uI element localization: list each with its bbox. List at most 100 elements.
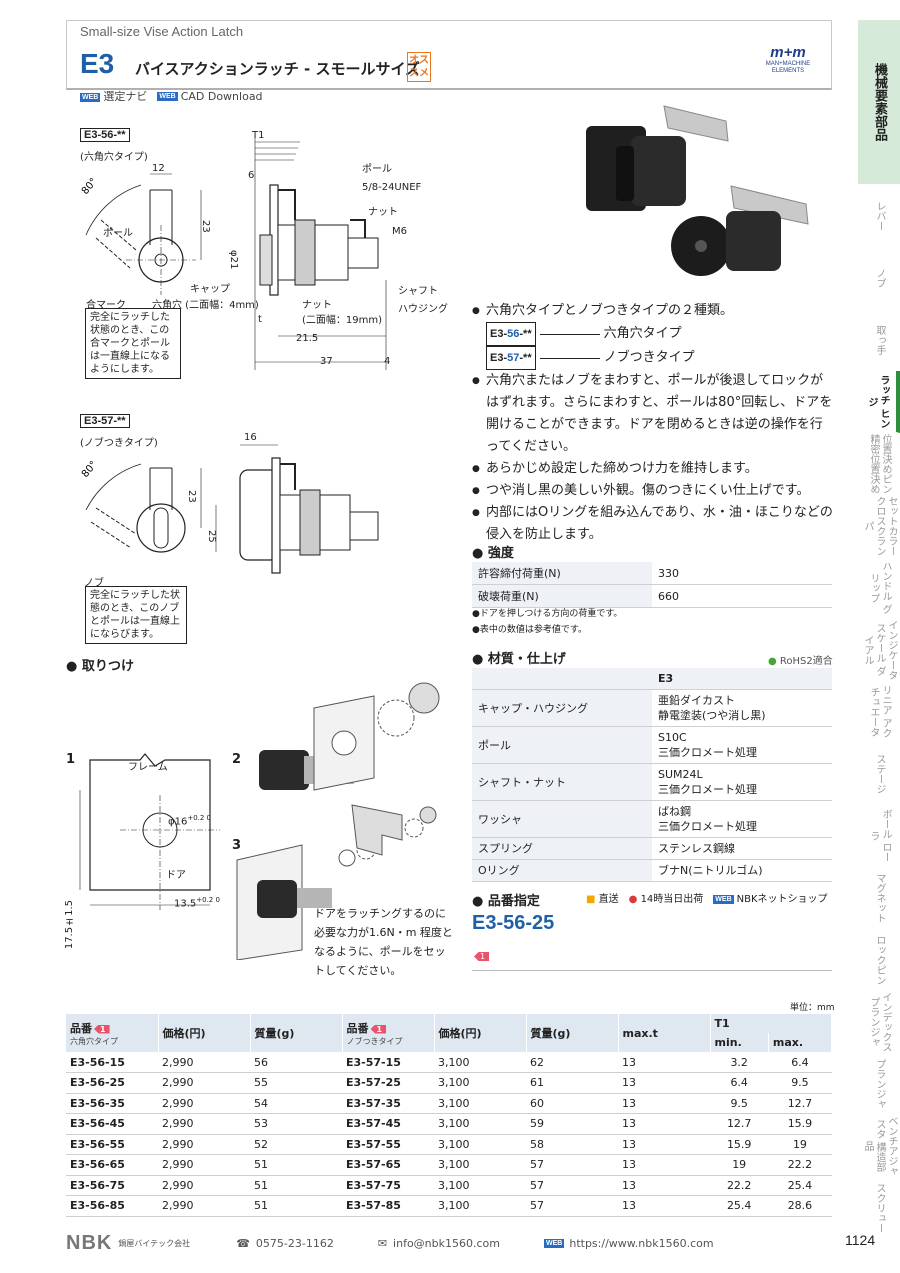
variant-row: E3-56-** 六角穴タイプ — [472, 322, 834, 346]
feature-item: 六角穴またはノブをまわすと、ポールが後退してロックがはずれます。さらにまわすと、… — [472, 370, 834, 458]
mount-step3: 3 — [232, 838, 242, 853]
sidebar-item-13[interactable]: ロックピン — [858, 929, 900, 991]
mount-step2: 2 — [232, 752, 242, 767]
sidebar-item-5[interactable]: 位置決めピン 精密位置決め — [858, 433, 900, 495]
drawing1-hex-label: 六角穴 (二面幅：4mm) — [152, 300, 259, 311]
material-header-row: E3 — [472, 668, 832, 690]
drawing1-cap-label: キャップ — [190, 284, 230, 295]
drawing2-dim-23: 23 — [186, 490, 197, 503]
sidebar-item-1[interactable]: レバー — [858, 185, 900, 247]
drawing1-dim-37: 37 — [320, 356, 333, 367]
drawing2-dim-25: 25 — [206, 530, 217, 543]
drawing1-dim-215: 21.5 — [296, 333, 319, 344]
strength-row: 破壊荷重(N)660 — [472, 584, 832, 608]
product-photo — [586, 105, 809, 276]
drawing1-housing: ハウジング — [398, 304, 448, 315]
drawing1-pawl-label: ポール — [103, 228, 133, 239]
drawing1-t1: T1 — [252, 130, 265, 141]
material-row: OリングブナN(ニトリルゴム) — [472, 859, 832, 882]
header-frame — [66, 20, 832, 90]
sidebar-item-6[interactable]: セットカラー クロスクランパ — [858, 495, 900, 557]
sidebar-item-8[interactable]: インジケータ スケール ダイアル — [858, 619, 900, 681]
drawing2-dim-16: 16 — [244, 432, 257, 443]
web-icon: WEB — [544, 1239, 565, 1248]
feature-intro: 六角穴タイプとノブつきタイプの２種類。 — [472, 300, 834, 322]
same-day-badge: ● 14時当日出荷 — [628, 894, 704, 905]
variant-label: ノブつきタイプ — [603, 350, 695, 365]
unit-label: 単位：mm — [790, 1003, 835, 1013]
mount-diagram — [79, 753, 220, 910]
sidebar-item-12[interactable]: マグネット — [858, 867, 900, 929]
sidebar-item-2[interactable]: ノブ — [858, 247, 900, 309]
sidebar-item-17[interactable]: スクリュー — [858, 1177, 900, 1239]
variant-label: 六角穴タイプ — [603, 326, 682, 341]
phone-icon: ☎ — [236, 1237, 250, 1250]
feature-item: つや消し黒の美しい外観。傷のつきにくい仕上げです。 — [472, 480, 834, 502]
strength-title: ● 強度 — [472, 546, 514, 561]
feature-item: あらかじめ設定した締めつけ力を維持します。 — [472, 458, 834, 480]
drawing1-nut-label: ナット — [368, 207, 398, 218]
variant-code: E3-56-** — [486, 322, 536, 346]
header-subtitle: Small-size Vise Action Latch — [80, 24, 244, 39]
mount-frame: フレーム — [128, 762, 168, 773]
order-tag: 1 — [472, 944, 490, 963]
drawing1-phi21: φ21 — [228, 250, 239, 270]
sidebar-item-16[interactable]: ベンチアジャスタ 構造部品 — [858, 1115, 900, 1177]
sidebar-item-9[interactable]: リニア アクチュエータ — [858, 681, 900, 743]
footer-email[interactable]: info@nbk1560.com — [393, 1237, 500, 1250]
order-title: ● 品番指定 — [472, 894, 540, 909]
sidebar-item-14[interactable]: インデックス プランジャ — [858, 991, 900, 1053]
sidebar-item-3[interactable]: 取っ手 — [858, 309, 900, 371]
drawing2-knob: ノブ — [84, 578, 104, 589]
sidebar-item-10[interactable]: ステージ — [858, 743, 900, 805]
material-row: キャップ・ハウジング亜鉛ダイカスト静電塗装(つや消し黒) — [472, 689, 832, 727]
drawing1-m6: M6 — [392, 226, 407, 237]
mount-dim-135: 13.5+0.2 0 — [174, 896, 220, 910]
direct-ship-badge: ■ 直送 — [586, 894, 619, 905]
drawing2-front-view: 80° — [80, 459, 217, 553]
page-title: バイスアクションラッチ - スモールサイズ — [135, 60, 421, 78]
rohs-badge: ● RoHS2適合 — [768, 656, 833, 667]
strength-notes: ●ドアを押しつける方向の荷重です。●表中の数値は参考値です。 — [472, 606, 622, 638]
mount-explode-2 — [259, 682, 440, 791]
strength-row: 許容締付荷重(N)330 — [472, 562, 832, 585]
drawing1-mark-label: 合マーク — [86, 300, 126, 311]
sidebar-item-7[interactable]: ハンドル グリップ — [858, 557, 900, 619]
mail-icon: ✉ — [377, 1237, 388, 1250]
material-title: ● 材質・仕上げ — [472, 652, 566, 667]
feature-item: 内部にはOリングを組み込んであり、水・油・ほこりなどの侵入を防止します。 — [472, 502, 834, 546]
mount-explode-3 — [236, 804, 437, 960]
order-divider — [472, 970, 832, 971]
mount-door: ドア — [166, 870, 186, 881]
material-row: スプリングステンレス鋼線 — [472, 837, 832, 860]
drawing1-t: t — [258, 314, 262, 325]
order-example: E3-56-25 — [472, 912, 555, 934]
mount-step1: 1 — [66, 752, 76, 767]
sidebar-item-15[interactable]: プランジャ — [858, 1053, 900, 1115]
drawing1-thread: 5/8-24UNEF — [362, 182, 422, 193]
material-row: ワッシャばね鋼三価クロメート処理 — [472, 800, 832, 838]
brand-logo: m+m MAN+MACHINE ELEMENTS — [765, 44, 811, 74]
sidebar-item-4[interactable]: ラッチ ヒンジ — [858, 371, 900, 433]
footer-url[interactable]: https://www.nbk1560.com — [569, 1237, 714, 1250]
sidebar-item-11[interactable]: ボール ローラ — [858, 805, 900, 867]
sidebar-item-0[interactable]: 機械要素部品 — [858, 20, 900, 185]
footer-phone: 0575-23-1162 — [255, 1237, 334, 1250]
footer: NBK 鍋屋バイテック会社 ☎ 0575-23-1162 ✉ info@nbk1… — [66, 1232, 832, 1255]
drawing2-note: 完全にラッチした状態のとき、このノブとポールは一直線上にならびます。 — [85, 586, 187, 644]
strength-note: ●表中の数値は参考値です。 — [472, 625, 587, 635]
variant-code: E3-57-** — [486, 346, 536, 370]
drawing1-shaft: シャフト — [398, 286, 438, 297]
recommend-badge: オス スメ — [407, 52, 431, 82]
